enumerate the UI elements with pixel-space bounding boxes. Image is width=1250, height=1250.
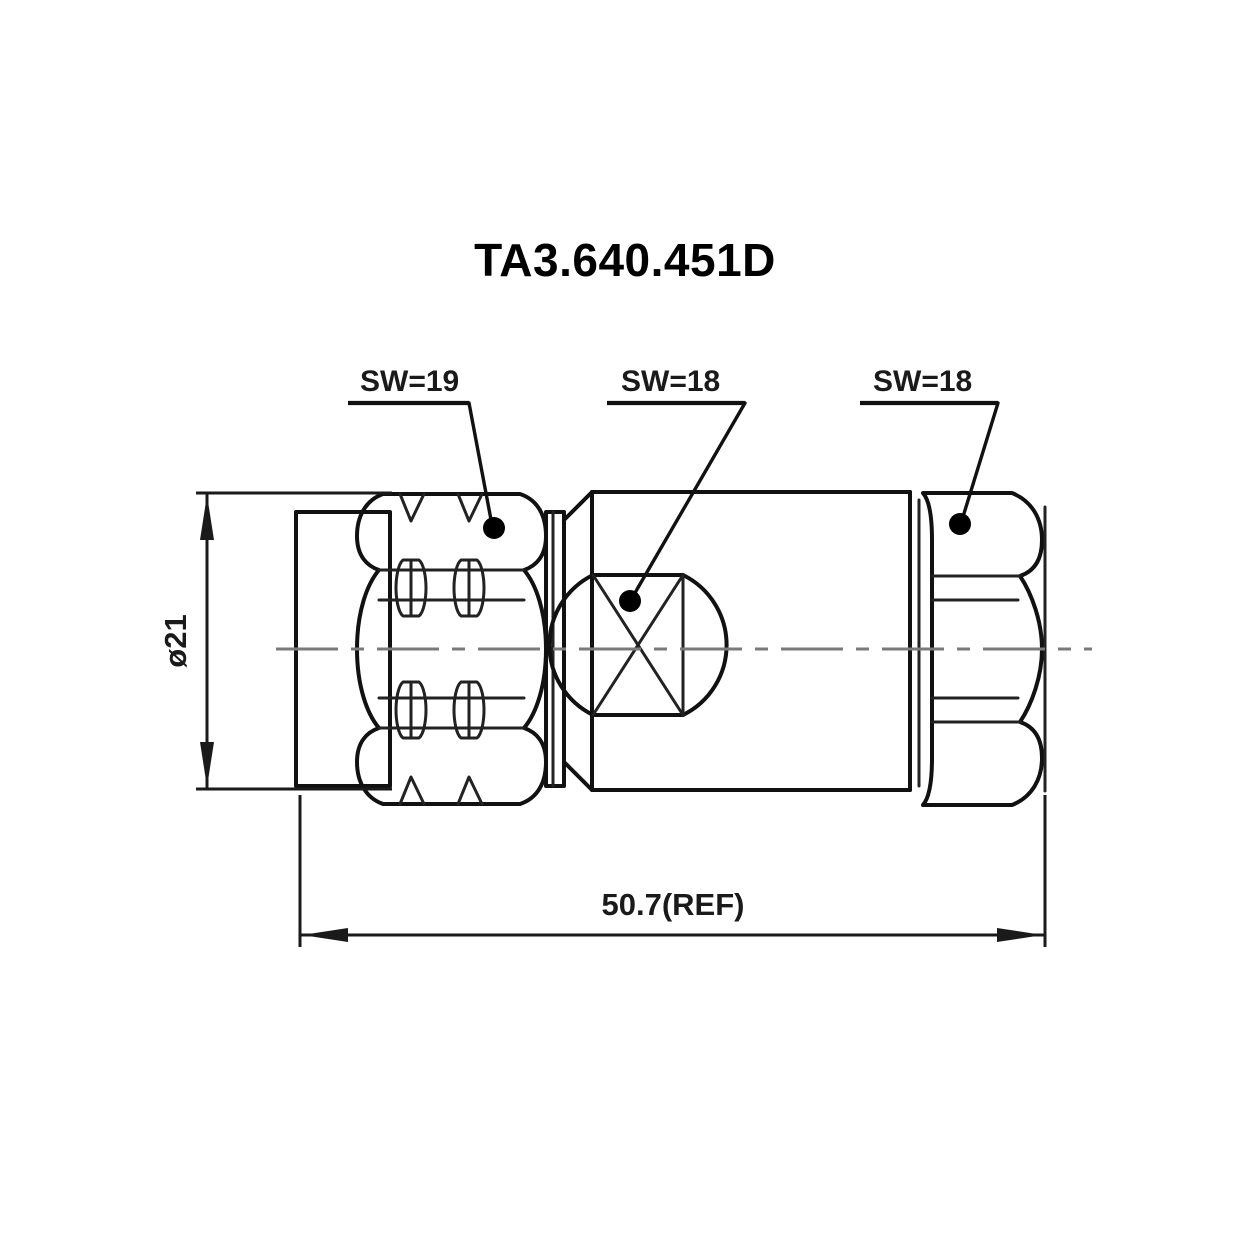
part-number-title: TA3.640.451D (474, 234, 776, 286)
length-dimension: 50.7(REF) (298, 795, 1047, 947)
length-dimension-label: 50.7(REF) (602, 887, 745, 922)
annotation-sw-left-label: SW=19 (360, 365, 459, 398)
diameter-dimension: ø21 (158, 491, 392, 791)
leader-dot-center (619, 590, 641, 612)
arrowhead-right (997, 928, 1043, 942)
part-outline-group (294, 490, 1047, 807)
arrowhead-top (200, 495, 214, 540)
leader-dot-left (483, 517, 505, 539)
annotation-sw-right: SW=18 (860, 365, 1000, 535)
arrowhead-left (302, 928, 348, 942)
knurled-coupling-nut (355, 492, 548, 806)
hex-body (547, 490, 912, 792)
leader-dot-right (949, 513, 971, 535)
annotation-sw-center: SW=18 (607, 365, 747, 612)
arrowhead-bottom (200, 742, 214, 787)
diameter-dimension-label: ø21 (158, 614, 193, 667)
annotation-sw-right-label: SW=18 (873, 365, 972, 398)
left-collar (294, 510, 392, 788)
annotation-sw-center-label: SW=18 (621, 365, 720, 398)
annotation-sw-left: SW=19 (348, 365, 505, 539)
